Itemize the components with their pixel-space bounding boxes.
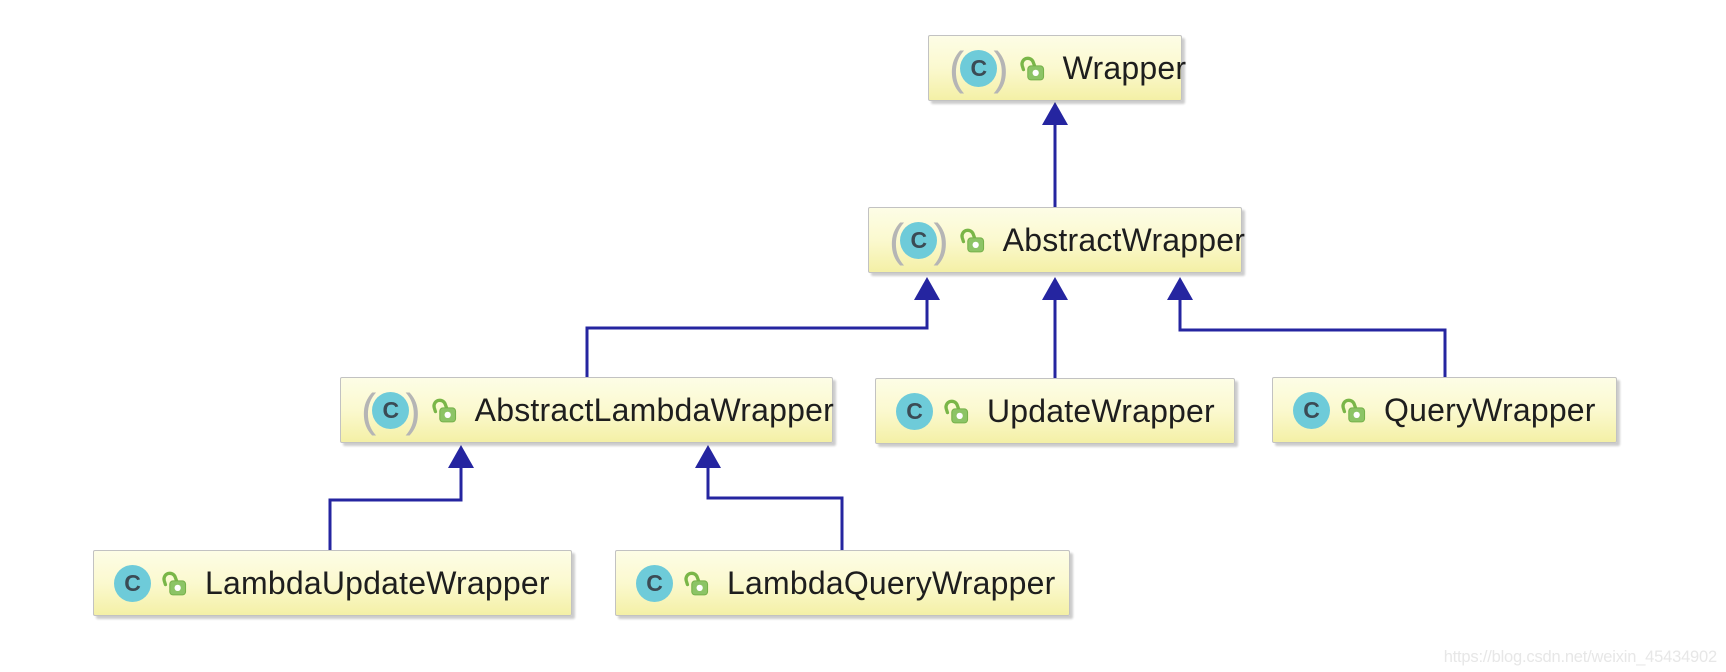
class-name-label: AbstractWrapper — [1002, 221, 1246, 258]
class-node-querywrapper[interactable]: C QueryWrapper — [1272, 377, 1617, 443]
class-c-icon: C — [372, 391, 410, 429]
edge-querywrapper-extends-abstractwrapper — [1178, 300, 1447, 377]
class-node-lambdaupdatewrapper[interactable]: C LambdaUpdateWrapper — [93, 550, 572, 616]
arrowhead-icon — [1042, 102, 1068, 125]
class-node-lambdaquerywrapper[interactable]: C LambdaQueryWrapper — [615, 550, 1070, 616]
arrowhead-icon — [448, 445, 474, 468]
abstract-class-icon: ( C ) — [361, 384, 421, 436]
public-lock-icon — [160, 569, 188, 597]
class-name-label: Wrapper — [1062, 49, 1187, 86]
class-node-abstractwrapper[interactable]: ( C ) AbstractWrapper — [868, 207, 1245, 273]
abstract-paren-icon: ) — [933, 214, 949, 266]
abstract-paren-icon: ) — [993, 42, 1009, 94]
abstract-paren-icon: ( — [889, 214, 905, 266]
class-node-wrapper[interactable]: ( C ) Wrapper — [928, 35, 1186, 101]
class-name-label: LambdaUpdateWrapper — [205, 564, 550, 601]
public-lock-icon — [682, 569, 710, 597]
arrowhead-icon — [1167, 277, 1193, 300]
class-c-icon: C — [114, 564, 151, 602]
abstract-paren-icon: ( — [949, 42, 965, 94]
class-c-icon: C — [1293, 391, 1330, 429]
class-node-abstractlambdawrapper[interactable]: ( C ) AbstractLambdaWrapper — [340, 377, 834, 443]
arrowhead-icon — [914, 277, 940, 300]
arrowhead-icon — [695, 445, 721, 468]
class-icon: C — [896, 392, 933, 430]
abstract-paren-icon: ( — [361, 384, 377, 436]
public-lock-icon — [430, 396, 458, 424]
class-node-updatewrapper[interactable]: C UpdateWrapper — [875, 378, 1235, 444]
edge-abstractlambdawrapper-extends-abstractwrapper — [585, 300, 929, 377]
arrowhead-icon — [1042, 277, 1068, 300]
class-name-label: QueryWrapper — [1384, 391, 1596, 428]
class-c-icon: C — [900, 221, 938, 259]
abstract-class-icon: ( C ) — [889, 214, 949, 266]
public-lock-icon — [958, 226, 986, 254]
public-lock-icon — [942, 397, 970, 425]
class-name-label: LambdaQueryWrapper — [727, 564, 1056, 601]
class-c-icon: C — [896, 392, 933, 430]
abstract-class-icon: ( C ) — [949, 42, 1009, 94]
class-icon: C — [1293, 391, 1330, 429]
class-c-icon: C — [960, 49, 998, 87]
public-lock-icon — [1339, 396, 1367, 424]
abstract-paren-icon: ) — [405, 384, 421, 436]
class-c-icon: C — [636, 564, 673, 602]
edge-lambdaquerywrapper-extends-abstractlambdawrapper — [706, 468, 844, 550]
watermark: https://blog.csdn.net/weixin_45434902 — [1443, 648, 1718, 666]
class-name-label: UpdateWrapper — [987, 392, 1215, 429]
public-lock-icon — [1018, 54, 1046, 82]
class-name-label: AbstractLambdaWrapper — [474, 391, 834, 428]
class-icon: C — [114, 564, 151, 602]
class-icon: C — [636, 564, 673, 602]
edge-lambdaupdatewrapper-extends-abstractlambdawrapper — [328, 468, 463, 550]
